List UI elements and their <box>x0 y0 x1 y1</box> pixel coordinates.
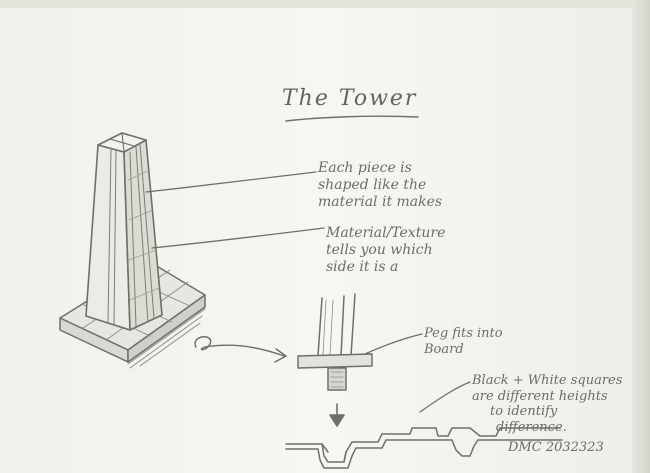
note-squares: Black + White squares are different heig… <box>472 373 622 435</box>
signature: DMC 2032323 <box>508 440 604 456</box>
down-arrow-icon <box>330 404 344 426</box>
note-line: Black + White squares <box>472 373 622 389</box>
note-line: difference. <box>472 420 622 436</box>
note-line: tells you which <box>326 242 445 259</box>
note-shape: Each piece is shaped like the material i… <box>318 160 442 210</box>
note-line: side it is a <box>326 259 445 276</box>
peg-detail <box>298 294 372 390</box>
page-title: The Tower <box>282 86 417 112</box>
note-peg: Peg fits into Board <box>424 326 503 357</box>
looped-arrow-icon <box>195 337 286 362</box>
note-line: shaped like the <box>318 177 442 194</box>
note-line: to identify <box>472 404 622 420</box>
note-line: Each piece is <box>318 160 442 177</box>
note-line: material it makes <box>318 194 442 211</box>
title-underline <box>286 116 418 121</box>
note-line: Board <box>424 342 503 358</box>
note-texture: Material/Texture tells you which side it… <box>326 225 445 275</box>
note-line: Peg fits into <box>424 326 503 342</box>
note-line: Material/Texture <box>326 225 445 242</box>
tower-body <box>86 133 162 330</box>
note-line: are different heights <box>472 389 622 405</box>
